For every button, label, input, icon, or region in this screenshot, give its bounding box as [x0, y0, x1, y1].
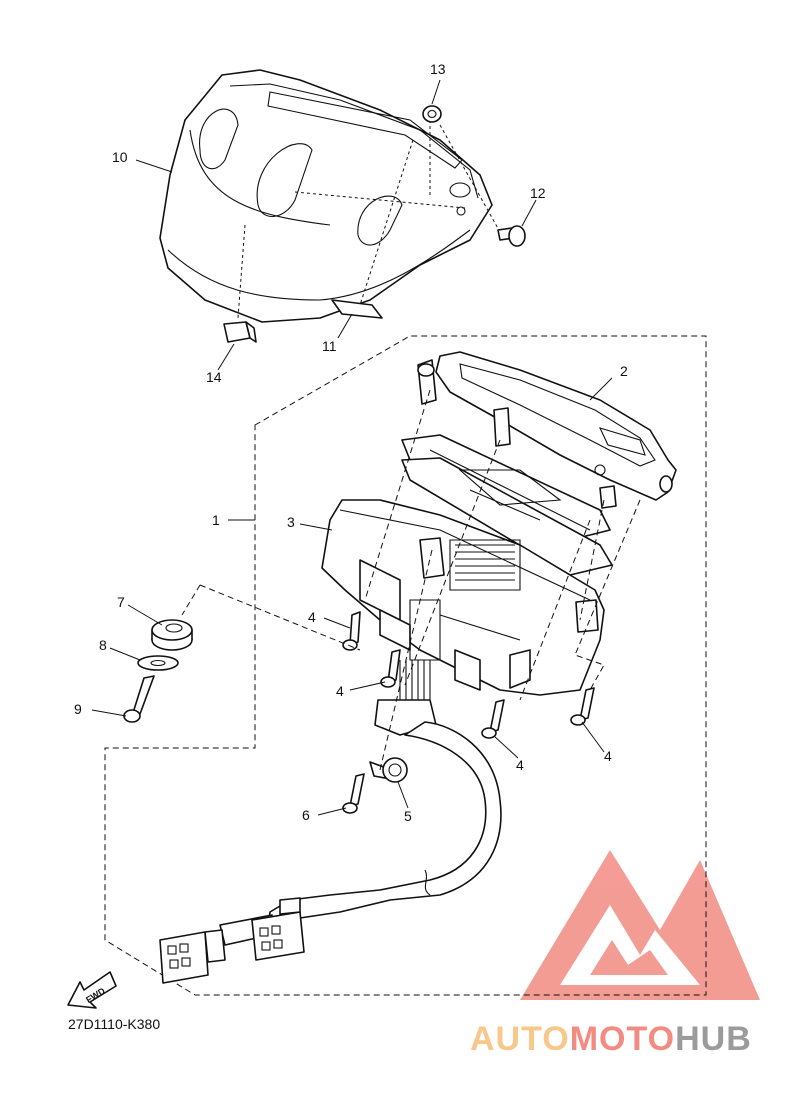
watermark-brand: AUTOMOTOHUB [470, 1020, 752, 1059]
washer-8 [137, 655, 179, 671]
callout-6: 6 [302, 807, 310, 823]
meter-case-top [417, 351, 677, 509]
callout-2: 2 [620, 363, 628, 379]
grommet-13 [422, 105, 442, 123]
guide-line [574, 499, 641, 691]
alignment-line [294, 191, 466, 209]
clip-14 [223, 321, 257, 343]
callout-4c: 4 [516, 757, 524, 773]
callout-1: 1 [212, 512, 220, 528]
brand-moto: MOTO [569, 1020, 676, 1058]
clamp-5 [369, 757, 408, 783]
forward-arrow-icon: FWD [67, 971, 117, 1009]
callout-13: 13 [430, 61, 446, 77]
callout-7: 7 [117, 594, 125, 610]
callout-4d: 4 [604, 748, 612, 764]
guide-line [364, 389, 431, 601]
guide-line [379, 549, 433, 771]
coupler-left [159, 929, 226, 984]
leader-lines [91, 79, 613, 816]
callout-14: 14 [206, 369, 222, 385]
screw-4a [342, 611, 361, 651]
guide-line [579, 499, 605, 621]
screw-4d [570, 687, 595, 726]
callout-5: 5 [404, 808, 412, 824]
callout-4a: 4 [308, 609, 316, 625]
meter-case-bottom [321, 499, 605, 696]
guide-line [181, 584, 201, 616]
callout-3: 3 [287, 514, 295, 530]
callout-12: 12 [530, 185, 546, 201]
guide-line [404, 439, 501, 686]
callout-labels: 1 2 3 4 4 4 4 5 6 7 8 9 10 11 12 13 14 [74, 61, 628, 824]
watermark-logo-icon [520, 850, 760, 1000]
assembly-boundary [104, 335, 707, 996]
screw-4c [481, 699, 505, 739]
callout-8: 8 [99, 637, 107, 653]
plate-11 [331, 299, 383, 319]
guide-line [519, 519, 591, 701]
alignment-line [439, 124, 501, 233]
damper-7 [151, 619, 193, 651]
meter-pcb-layers [401, 434, 613, 576]
screw-9 [123, 675, 155, 723]
wire-harness [219, 660, 502, 946]
coupler-right [251, 897, 305, 961]
guide-line [199, 584, 361, 651]
meter-cover [159, 69, 493, 323]
diagram-code: 27D1110-K380 [68, 1016, 161, 1032]
alignment-line [359, 139, 414, 306]
callout-4b: 4 [336, 683, 344, 699]
brand-auto: AUTO [470, 1020, 570, 1058]
callout-11: 11 [322, 338, 337, 354]
screw-6 [342, 773, 365, 814]
callout-10: 10 [112, 149, 128, 165]
brand-hub: HUB [675, 1020, 752, 1058]
screw-4b [380, 649, 401, 688]
screw-12 [497, 225, 526, 247]
callout-9: 9 [74, 701, 82, 717]
